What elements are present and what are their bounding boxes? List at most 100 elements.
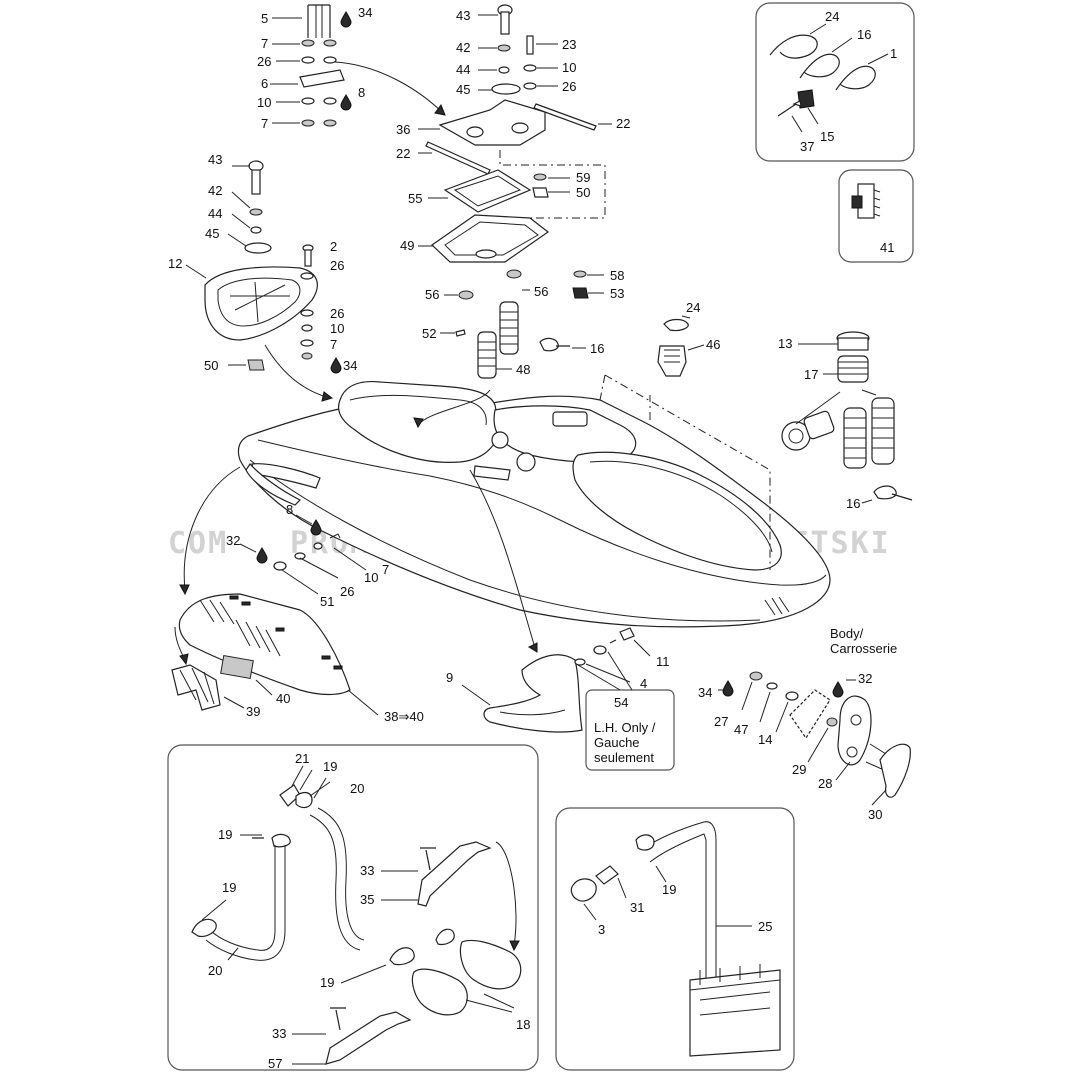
callout-1: 1: [890, 46, 897, 61]
body-note-line2: Carrosserie: [830, 641, 897, 656]
callout-58: 58: [610, 268, 624, 283]
watercraft-hull: [237, 380, 831, 628]
callout-13: 13: [778, 336, 792, 351]
callout-11: 11: [656, 654, 670, 669]
callout-23: 23: [562, 37, 576, 52]
callout-10-mid-left: 10: [364, 570, 378, 585]
callout-34-top: 34: [358, 5, 372, 20]
callout-25: 25: [758, 919, 772, 934]
top-middle-mount-stack: [418, 4, 612, 175]
callout-26-mid: 26: [562, 79, 576, 94]
assembly-arrows: [174, 61, 538, 952]
callout-49: 49: [400, 238, 414, 253]
callout-56-right: 56: [534, 284, 548, 299]
callout-7-handle: 7: [330, 337, 337, 352]
callout-37: 37: [800, 139, 814, 154]
callout-45-top: 45: [456, 82, 470, 97]
grab-handle-assembly: [185, 160, 342, 374]
callout-56-left: 56: [425, 287, 439, 302]
callout-50-handle: 50: [204, 358, 218, 373]
callout-30: 30: [868, 807, 882, 822]
callout-24-right: 24: [686, 300, 700, 315]
right-side-parts: [657, 315, 913, 504]
callout-3: 3: [598, 922, 605, 937]
clamp-kit-parts: [769, 23, 889, 133]
callout-16-box: 16: [857, 27, 871, 42]
mid-left-washer-stack: [239, 514, 367, 595]
battery-vent-kit-parts: [570, 821, 781, 1057]
callout-6: 6: [261, 76, 268, 91]
callout-32-left: 32: [226, 533, 240, 548]
callout-labels: 5 34 7 26 6 10 8 7 43 42 44 45 23 10 26 …: [168, 5, 897, 1071]
callout-9: 9: [446, 670, 453, 685]
lh-note-line2: Gauche: [594, 735, 640, 750]
callout-39: 39: [246, 704, 260, 719]
assembly-line-top: [499, 150, 606, 219]
callout-47: 47: [734, 722, 748, 737]
fuel-hose-kit-parts: [191, 765, 522, 1065]
callout-26-handle: 26: [330, 306, 344, 321]
callout-29: 29: [792, 762, 806, 777]
callout-33-bottom: 33: [272, 1026, 286, 1041]
callout-4: 4: [640, 676, 647, 691]
callout-12: 12: [168, 256, 182, 271]
callout-40: 40: [276, 691, 290, 706]
callout-15: 15: [820, 129, 834, 144]
callout-8-mid: 8: [286, 502, 293, 517]
callout-28: 28: [818, 776, 832, 791]
callout-43-left: 43: [208, 152, 222, 167]
boots-48: [477, 301, 519, 379]
callout-41: 41: [880, 240, 894, 255]
callout-42-top: 42: [456, 40, 470, 55]
callout-21: 21: [295, 751, 309, 766]
callout-7-second: 7: [261, 116, 268, 131]
callout-16-right: 16: [846, 496, 860, 511]
callout-7-top: 7: [261, 36, 268, 51]
callout-38-to-40: 38⇒40: [384, 709, 424, 724]
callout-34-handle: 34: [343, 358, 357, 373]
callout-20-bottom: 20: [208, 963, 222, 978]
callout-48: 48: [516, 362, 530, 377]
callout-26-handle-top: 26: [330, 258, 344, 273]
body-note-line1: Body/: [830, 626, 864, 641]
callout-26-top: 26: [257, 54, 271, 69]
callout-19-left: 19: [218, 827, 232, 842]
callout-52: 52: [422, 326, 436, 341]
callout-36: 36: [396, 122, 410, 137]
callout-32-right: 32: [858, 671, 872, 686]
callout-10-top: 10: [257, 95, 271, 110]
callout-7-mid-left: 7: [382, 562, 389, 577]
callout-50-mid: 50: [576, 185, 590, 200]
clamp-kit-box: [755, 2, 915, 162]
callout-27: 27: [714, 714, 728, 729]
callout-33-top: 33: [360, 863, 374, 878]
callout-20-top: 20: [350, 781, 364, 796]
handle-right-lower-assembly: [718, 671, 911, 806]
part-41-box: [838, 169, 914, 263]
assembly-line-right: [599, 374, 771, 570]
part-41-clip: [851, 183, 881, 219]
callout-53: 53: [610, 286, 624, 301]
callout-5: 5: [261, 11, 268, 26]
callout-17: 17: [804, 367, 818, 382]
callout-46: 46: [706, 337, 720, 352]
callout-22-left: 22: [396, 146, 410, 161]
callout-55: 55: [408, 191, 422, 206]
callout-42-left: 42: [208, 183, 222, 198]
lh-note-line1: L.H. Only /: [594, 720, 656, 735]
callout-19-bottom: 19: [320, 975, 334, 990]
notes: Body/ Carrosserie L.H. Only / Gauche seu…: [594, 626, 897, 765]
callout-10-mid: 10: [562, 60, 576, 75]
callout-59: 59: [576, 170, 590, 185]
callout-57: 57: [268, 1056, 282, 1071]
callout-24-box: 24: [825, 9, 839, 24]
callout-14: 14: [758, 732, 772, 747]
callout-22-right: 22: [616, 116, 630, 131]
callout-34-right: 34: [698, 685, 712, 700]
hull-deflector: [461, 627, 651, 733]
callout-51: 51: [320, 594, 334, 609]
middle-hatch-assembly: [418, 169, 604, 379]
callout-19-top: 19: [323, 759, 337, 774]
callout-43-top: 43: [456, 8, 470, 23]
